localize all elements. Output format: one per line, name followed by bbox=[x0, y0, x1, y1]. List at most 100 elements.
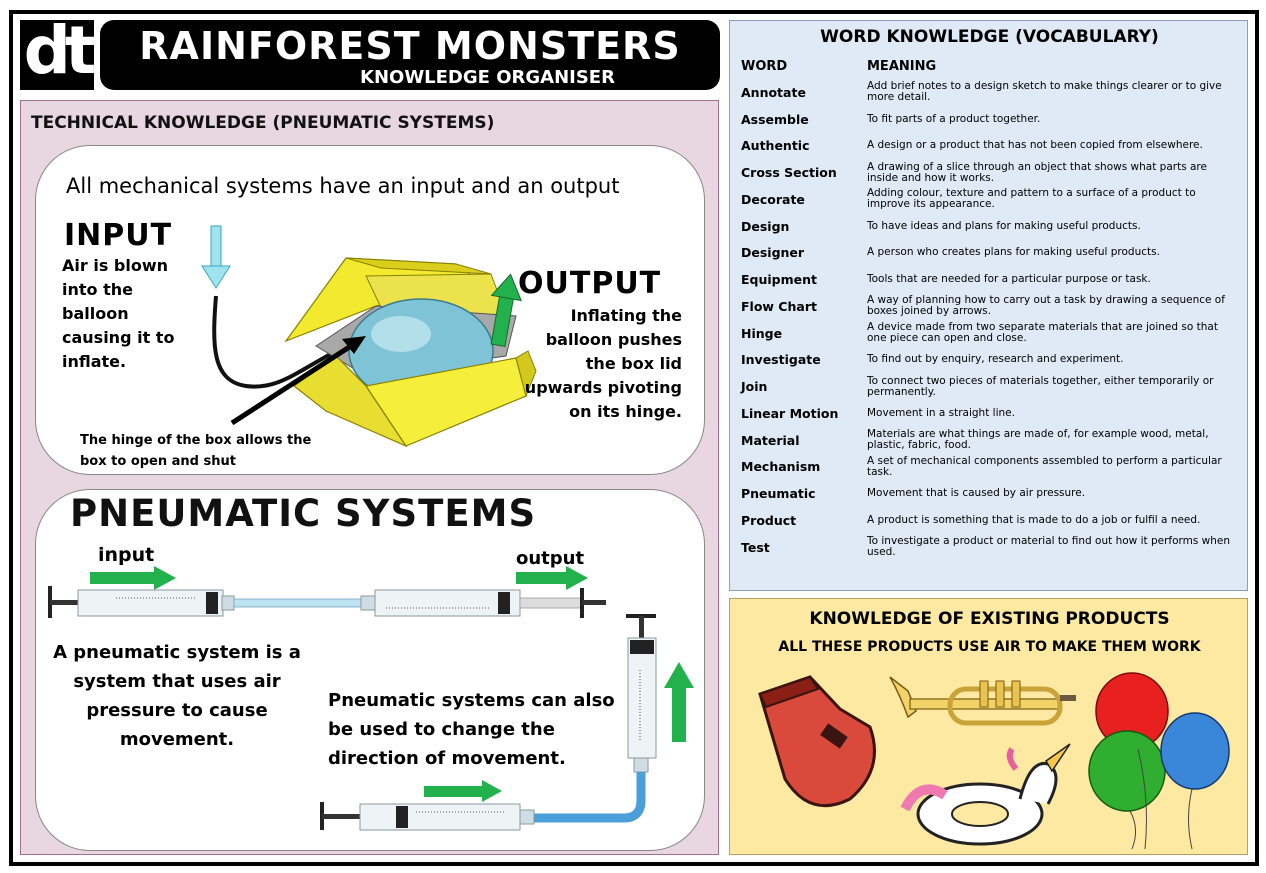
output-arrow-icon bbox=[490, 273, 522, 348]
dt-logo: dt bbox=[20, 12, 96, 90]
vocab-word: Join bbox=[741, 379, 768, 395]
vocab-meaning: Adding colour, texture and pattern to a … bbox=[867, 187, 1196, 211]
balloon-box-illustration bbox=[201, 225, 537, 448]
vocab-meaning: To investigate a product or material to … bbox=[867, 535, 1231, 559]
vocab-meaning: A way of planning how to carry out a tas… bbox=[867, 294, 1225, 318]
input-arrow-icon bbox=[201, 225, 231, 289]
vocabulary-panel: WORD KNOWLEDGE (VOCABULARY) WORD MEANING… bbox=[729, 20, 1248, 591]
vocab-word: Designer bbox=[741, 245, 805, 261]
technical-heading: TECHNICAL KNOWLEDGE (PNEUMATIC SYSTEMS) bbox=[31, 113, 495, 133]
vocab-word: Cross Section bbox=[741, 165, 837, 181]
vocab-meaning: A set of mechanical components assembled… bbox=[867, 454, 1222, 478]
vocab-meaning: A person who creates plans for making us… bbox=[867, 246, 1160, 259]
vocab-meaning: A design or a product that has not been … bbox=[867, 139, 1203, 152]
vocabulary-row: Material Materials are what things are ma… bbox=[730, 427, 1249, 454]
syringe-output-label: output bbox=[516, 548, 585, 569]
pneumatic-direction-text: Pneumatic systems can also be used to ch… bbox=[328, 690, 615, 769]
up-arrow-icon bbox=[664, 662, 694, 742]
vocab-meaning: Add brief notes to a design sketch to ma… bbox=[867, 80, 1222, 104]
vocab-word: Investigate bbox=[741, 352, 821, 368]
vocab-word: Authentic bbox=[741, 138, 810, 154]
vocab-word: Design bbox=[741, 218, 790, 234]
bottom-arrow-icon bbox=[424, 780, 502, 802]
vocab-word: Flow Chart bbox=[741, 298, 817, 314]
vocab-word: Mechanism bbox=[741, 459, 821, 475]
vocab-word: Decorate bbox=[741, 191, 805, 207]
vocabulary-row: Assemble To fit parts of a product togeth… bbox=[730, 106, 1249, 133]
vocab-meaning: Movement that is caused by air pressure. bbox=[867, 487, 1086, 500]
products-subtitle: ALL THESE PRODUCTS USE AIR TO MAKE THEM … bbox=[778, 639, 1201, 655]
output-arrow-icon bbox=[516, 566, 588, 590]
vocab-word: Hinge bbox=[741, 325, 783, 341]
trumpet-image bbox=[889, 676, 1076, 726]
vocab-word: Annotate bbox=[741, 84, 806, 100]
vocabulary-row: Design To have ideas and plans for making… bbox=[730, 213, 1249, 240]
vocab-word: Test bbox=[741, 539, 770, 555]
syringe-input-label: input bbox=[98, 544, 155, 566]
vocabulary-row: Pneumatic Movement that is caused by air … bbox=[730, 480, 1249, 507]
hinge-pointer-arrow bbox=[230, 336, 366, 426]
vocab-word: Assemble bbox=[741, 111, 809, 127]
vocab-meaning: To find out by enquiry, research and exp… bbox=[867, 353, 1124, 366]
vocabulary-column-meaning: MEANING bbox=[867, 59, 937, 74]
input-description: Air is blown into the balloon causing it… bbox=[62, 256, 175, 371]
vocab-meaning: Tools that are needed for a particular p… bbox=[867, 273, 1151, 286]
vertical-syringe-icon bbox=[626, 614, 657, 773]
pneumatic-definition: A pneumatic system is a system that uses… bbox=[53, 642, 301, 750]
logo-text: dt bbox=[23, 12, 97, 89]
vocab-word: Material bbox=[741, 432, 800, 448]
vocabulary-row: Hinge A device made from two separate mat… bbox=[730, 320, 1249, 347]
pneumatic-systems-box: PNEUMATIC SYSTEMS input output A pneumat… bbox=[35, 489, 705, 851]
vocab-word: Pneumatic bbox=[741, 486, 816, 502]
right-syringe-icon bbox=[360, 588, 606, 618]
hinge-description: The hinge of the box allows the box to o… bbox=[80, 433, 312, 469]
vocabulary-row: Cross Section A drawing of a slice throug… bbox=[730, 159, 1249, 186]
vocab-meaning: Materials are what things are made of, f… bbox=[867, 428, 1209, 452]
products-illustration bbox=[758, 672, 1230, 850]
input-output-headline: All mechanical systems have an input and… bbox=[66, 174, 620, 198]
vocabulary-row: Authentic A design or a product that has … bbox=[730, 133, 1249, 160]
vocab-meaning: A device made from two separate material… bbox=[867, 321, 1218, 345]
technical-knowledge-panel: TECHNICAL KNOWLEDGE (PNEUMATIC SYSTEMS) bbox=[20, 100, 719, 855]
vocab-meaning: A product is something that is made to d… bbox=[867, 513, 1201, 526]
output-label: OUTPUT bbox=[518, 266, 662, 301]
syringe-illustration bbox=[48, 566, 694, 831]
whistle-image bbox=[758, 675, 876, 808]
input-output-box: All mechanical systems have an input and… bbox=[35, 145, 705, 475]
vocabulary-row: Linear Motion Movement in a straight line… bbox=[730, 400, 1249, 427]
box-illustration bbox=[284, 257, 537, 448]
existing-products-panel: KNOWLEDGE OF EXISTING PRODUCTS ALL THESE… bbox=[729, 598, 1248, 855]
output-description: Inflating the balloon pushes the box lid… bbox=[524, 306, 682, 421]
page-frame bbox=[9, 10, 1259, 866]
products-title: KNOWLEDGE OF EXISTING PRODUCTS bbox=[809, 609, 1170, 629]
pneumatic-headline: PNEUMATIC SYSTEMS bbox=[70, 492, 537, 535]
vocab-word: Equipment bbox=[741, 272, 817, 288]
vocabulary-row: Investigate To find out by enquiry, resea… bbox=[730, 347, 1249, 374]
vocab-word: Linear Motion bbox=[741, 405, 839, 421]
vocab-meaning: To have ideas and plans for making usefu… bbox=[867, 219, 1141, 232]
vocab-meaning: To connect two pieces of materials toget… bbox=[867, 374, 1214, 398]
vocabulary-row: Test To investigate a product or material… bbox=[730, 534, 1249, 561]
vocab-meaning: Movement in a straight line. bbox=[867, 406, 1015, 419]
unicorn-float-image bbox=[900, 743, 1071, 846]
input-label: INPUT bbox=[64, 218, 173, 253]
vocab-meaning: A drawing of a slice through an object t… bbox=[867, 160, 1207, 184]
vocab-word: Product bbox=[741, 512, 797, 528]
bottom-syringe-icon bbox=[320, 802, 535, 831]
title-bar: RAINFOREST MONSTERS KNOWLEDGE ORGANISER bbox=[100, 20, 720, 90]
page-title: RAINFOREST MONSTERS bbox=[139, 24, 681, 68]
vocabulary-row: Mechanism A set of mechanical components … bbox=[730, 454, 1249, 481]
vocabulary-list: Annotate Add brief notes to a design sket… bbox=[730, 79, 1249, 561]
vocabulary-row: Flow Chart A way of planning how to carry… bbox=[730, 293, 1249, 320]
vocabulary-title: WORD KNOWLEDGE (VOCABULARY) bbox=[820, 27, 1159, 47]
balloons-image bbox=[1088, 672, 1230, 850]
vocabulary-column-word: WORD bbox=[741, 59, 788, 74]
left-syringe-icon bbox=[48, 586, 375, 618]
vocabulary-row: Designer A person who creates plans for m… bbox=[730, 240, 1249, 267]
input-arrow-icon bbox=[90, 566, 176, 590]
page-subtitle: KNOWLEDGE ORGANISER bbox=[360, 67, 615, 88]
vocabulary-row: Product A product is something that is ma… bbox=[730, 507, 1249, 534]
vocabulary-row: Join To connect two pieces of materials t… bbox=[730, 373, 1249, 400]
vocabulary-row: Equipment Tools that are needed for a par… bbox=[730, 266, 1249, 293]
vocab-meaning: To fit parts of a product together. bbox=[867, 112, 1041, 125]
